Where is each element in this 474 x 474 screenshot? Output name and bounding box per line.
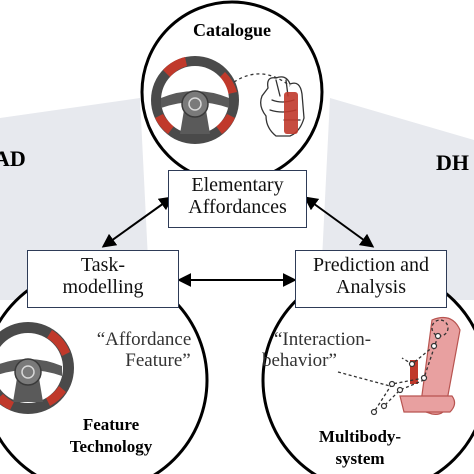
multibody-line1: Multibody- [318, 427, 402, 446]
left-box-line1: Task- [80, 254, 126, 276]
prediction-analysis-box: Prediction and Analysis [295, 250, 447, 308]
feature-technology-line1: Feature [82, 415, 140, 434]
catalogue-label: Catalogue [193, 20, 271, 40]
background-band-left [0, 98, 150, 300]
steering-wheel-icon [151, 56, 239, 144]
center-box-line1: Elementary [191, 174, 284, 196]
elementary-affordances-box: Elementary Affordances [168, 170, 307, 228]
manikin-seat-icon [337, 317, 461, 416]
edge-label-left: AD [0, 146, 26, 171]
edge-label-right: DH [436, 150, 469, 175]
right-quote-line1: “Interaction- [274, 329, 372, 350]
multibody-system-label: Multibody- system [300, 426, 420, 470]
left-quote-line2: Feature” [125, 349, 191, 371]
center-box-line2: Affordances [188, 196, 287, 219]
hand-contact-highlight [284, 92, 298, 134]
task-modelling-box: Task- modelling [27, 250, 179, 308]
interaction-behavior-quote: “Interaction- behavior” [262, 329, 412, 371]
wheel-to-hand-connector [233, 73, 291, 87]
feature-steering-wheel-icon [0, 322, 74, 414]
arrow-center-to-right [303, 196, 375, 248]
feature-technology-label: Feature Technology [36, 414, 186, 458]
background-band-right [320, 98, 474, 300]
left-box-line2: modelling [62, 276, 144, 299]
right-box-line2: Analysis [336, 276, 406, 299]
affordance-feature-quote: “Affordance Feature” [74, 329, 214, 371]
feature-technology-line2: Technology [69, 436, 153, 456]
right-quote-line2: behavior” [262, 349, 337, 371]
right-box-line1: Prediction and [312, 254, 430, 276]
multibody-line2: system [335, 448, 385, 468]
arrow-center-to-left [101, 196, 174, 248]
left-quote-line1: “Affordance [96, 329, 192, 350]
